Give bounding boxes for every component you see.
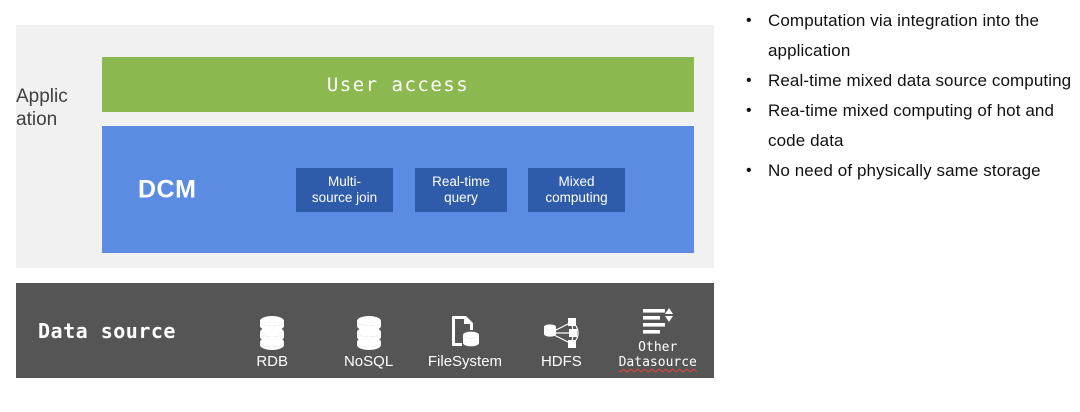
data-source-label: NoSQL (343, 353, 394, 370)
data-source-label: RDB (256, 353, 289, 370)
bullet-text: Real-time mixed data source computing (768, 71, 1072, 90)
application-layer-label: Applic ation (16, 86, 68, 130)
capability-chip-multi-source-join[interactable]: Multi- source join (296, 168, 393, 212)
bullet-marker-icon: • (746, 12, 752, 29)
data-source-item-hdfs[interactable]: HDFS (513, 311, 609, 370)
user-access-bar[interactable]: User access (102, 57, 694, 112)
capability-chip-real-time-query[interactable]: Real-time query (415, 168, 507, 212)
data-source-title: Data source (38, 318, 176, 343)
list-sort-icon (641, 297, 675, 337)
network-cluster-icon (542, 311, 580, 351)
user-access-label: User access (326, 73, 470, 96)
bullet-marker-icon: • (746, 102, 752, 119)
list-item: • Computation via integration into the a… (742, 6, 1072, 66)
capability-chip-mixed-computing[interactable]: Mixed computing (528, 168, 625, 212)
datasource-word: Datasource (618, 355, 697, 370)
data-source-item-filesystem[interactable]: FileSystem (417, 311, 513, 370)
database-stack-icon (354, 311, 384, 351)
list-item: • Rea-time mixed computing of hot and co… (742, 96, 1072, 156)
bullet-marker-icon: • (746, 72, 752, 89)
data-source-bar: Data source RDB (16, 283, 714, 378)
data-source-label: HDFS (540, 353, 582, 370)
bullet-text: No need of physically same storage (768, 161, 1041, 180)
data-source-item-rdb[interactable]: RDB (224, 311, 320, 370)
dcm-bar[interactable]: DCM Multi- source join Real-time query M… (102, 126, 694, 253)
bullet-text: Computation via integration into the app… (768, 11, 1040, 60)
database-stack-icon (257, 311, 287, 351)
data-source-label: FileSystem (427, 353, 503, 370)
bullet-text: Rea-time mixed computing of hot and code… (768, 101, 1055, 150)
dcm-label: DCM (138, 175, 197, 203)
data-source-item-nosql[interactable]: NoSQL (321, 311, 417, 370)
bullet-marker-icon: • (746, 162, 752, 179)
other-word: Other (638, 340, 678, 355)
architecture-diagram: Applic ation User access DCM Multi- sour… (16, 25, 714, 378)
feature-bullet-list: • Computation via integration into the a… (742, 6, 1072, 406)
file-database-icon (449, 311, 481, 351)
data-source-item-list: RDB NoSQL (216, 283, 714, 378)
list-item: • No need of physically same storage (742, 156, 1072, 186)
list-item: • Real-time mixed data source computing (742, 66, 1072, 96)
